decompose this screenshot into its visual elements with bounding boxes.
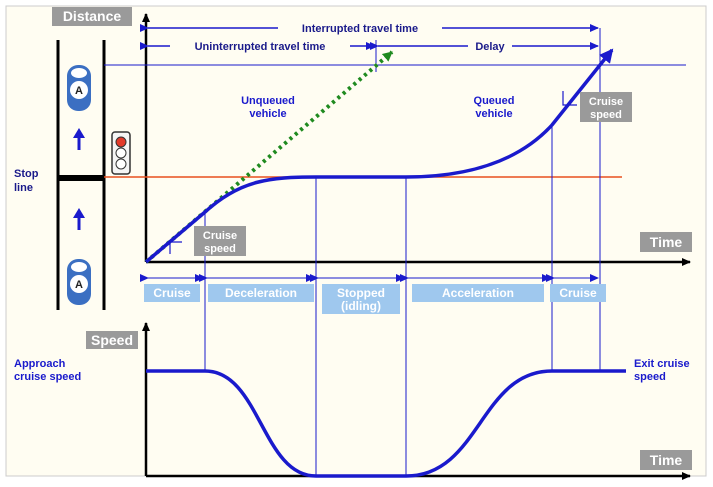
exit-label-2: speed: [634, 371, 666, 383]
phase-idling: (idling): [341, 299, 381, 313]
phase-cruise-2: Cruise: [559, 286, 597, 300]
traffic-signal-icon: [111, 131, 131, 175]
phase-deceleration: Deceleration: [225, 286, 297, 300]
direction-arrow-upper-icon: [73, 128, 85, 150]
phase-box-cruise-1: [144, 284, 200, 302]
delay-label: Delay: [475, 41, 505, 53]
speed-profile: [146, 369, 626, 478]
distance-label-box: [52, 7, 132, 26]
approach-label-2: cruise speed: [14, 371, 81, 383]
phase-cruise-1: Cruise: [153, 286, 191, 300]
cruise-speed-right-2: speed: [590, 109, 622, 121]
distance-axis-label: Distance: [63, 8, 122, 24]
unqueued-trajectory: [144, 50, 394, 264]
cruise-speed-box-right: [580, 92, 632, 122]
time-bottom-label-box: [640, 450, 692, 470]
uninterrupted-travel-label: Uninterrupted travel time: [195, 41, 326, 53]
stop-line-label-2: line: [14, 182, 33, 194]
speed-label-box: [86, 331, 138, 349]
stop-line-label-1: Stop: [14, 168, 39, 180]
slope-marker-left: [169, 241, 182, 254]
vehicle-top-icon: A: [67, 65, 91, 111]
queued-label-1: Queued: [474, 95, 515, 107]
queued-trajectory: [144, 48, 614, 264]
time-top-label-box: [640, 232, 692, 252]
time-axis-bottom-label: Time: [650, 452, 683, 468]
exit-label-1: Exit cruise: [634, 358, 690, 370]
phase-acceleration: Acceleration: [442, 286, 514, 300]
direction-arrow-lower-icon: [73, 208, 85, 230]
vehicle-top-letter: A: [75, 85, 83, 97]
cruise-speed-right-1: Cruise: [589, 96, 623, 108]
time-axis-top-label: Time: [650, 234, 683, 250]
road-illustration: A A Stop line: [14, 40, 131, 310]
interrupted-travel-label: Interrupted travel time: [302, 23, 418, 35]
speed-axis-label: Speed: [91, 332, 133, 348]
phase-box-cruise-2: [550, 284, 606, 302]
uninterrupted-label-bg: [170, 38, 350, 54]
cruise-speed-left-2: speed: [204, 243, 236, 255]
vehicle-bottom-icon: A: [67, 259, 91, 305]
vehicle-bottom-letter: A: [75, 279, 83, 291]
phase-box-stopped: [322, 284, 400, 314]
queued-label-2: vehicle: [475, 108, 512, 120]
cruise-speed-box-left: [194, 226, 246, 256]
cruise-speed-left-1: Cruise: [203, 230, 237, 242]
delay-label-bg: [468, 38, 512, 54]
diagram-frame: [5, 5, 707, 477]
phase-guides: [204, 28, 601, 476]
phase-bar: Cruise Deceleration Stopped (idling) Acc…: [140, 274, 606, 314]
unqueued-label-1: Unqueued: [241, 95, 295, 107]
interrupted-label-bg: [278, 20, 442, 36]
slope-marker-right: [562, 91, 577, 106]
phase-box-deceleration: [208, 284, 314, 302]
approach-label-1: Approach: [14, 358, 66, 370]
phase-stopped: Stopped: [337, 286, 385, 300]
phase-box-acceleration: [412, 284, 544, 302]
unqueued-label-2: vehicle: [249, 108, 286, 120]
